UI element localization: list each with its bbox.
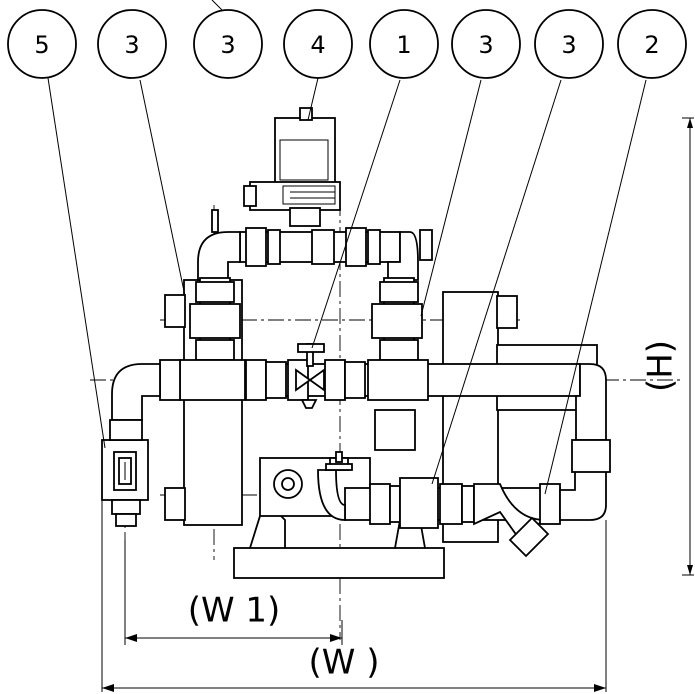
dimension-h-label: (H) <box>641 340 681 392</box>
flow-meter <box>101 419 149 527</box>
callout-3: 3 <box>451 9 521 79</box>
upper-bypass-pipe <box>197 227 419 281</box>
callout-label: 3 <box>124 31 139 59</box>
callout-label: 2 <box>644 31 659 59</box>
lower-line <box>317 439 611 558</box>
callout-3: 3 <box>193 9 263 79</box>
callout-3: 3 <box>97 9 167 79</box>
dimension-h: (H) <box>641 117 694 576</box>
callout-5: 5 <box>7 9 77 79</box>
callout-label: 3 <box>220 31 235 59</box>
dimension-w: (W ) <box>101 500 607 692</box>
callout-4: 4 <box>283 9 353 79</box>
dimension-w1: (W 1) <box>124 540 343 645</box>
callout-label: 1 <box>396 31 411 59</box>
solenoid-valve <box>243 107 341 227</box>
main-header-pipe <box>111 359 607 441</box>
callout-balloons: 5 3 3 4 1 3 3 2 <box>7 9 687 79</box>
callout-2: 2 <box>617 9 687 79</box>
callout-label: 3 <box>478 31 493 59</box>
callout-label: 4 <box>310 31 325 59</box>
callout-3: 3 <box>534 9 604 79</box>
dimension-w1-label: (W 1) <box>188 591 281 631</box>
leader-lines <box>47 0 647 495</box>
ball-valve <box>295 343 325 409</box>
callout-label: 5 <box>34 31 49 59</box>
callout-label: 3 <box>561 31 576 59</box>
dimension-w-label: (W ) <box>309 643 380 683</box>
callout-1: 1 <box>369 9 439 79</box>
